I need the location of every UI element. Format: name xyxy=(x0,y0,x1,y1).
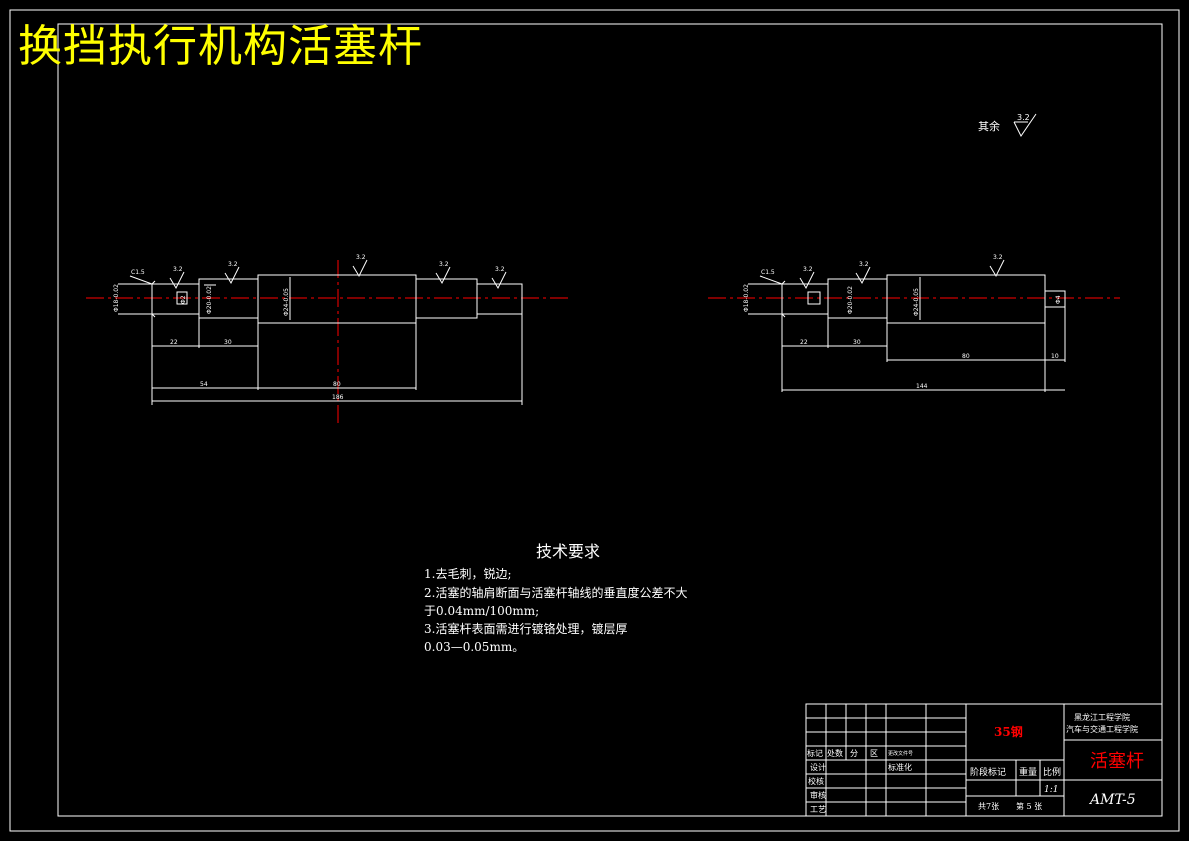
svg-text:80: 80 xyxy=(962,353,970,360)
svg-text:22: 22 xyxy=(170,339,178,346)
svg-text:区: 区 xyxy=(870,749,878,758)
svg-text:3.2: 3.2 xyxy=(993,254,1003,261)
svg-text:设计: 设计 xyxy=(810,762,826,772)
svg-text:Φ2: Φ2 xyxy=(180,295,187,304)
right-view xyxy=(708,259,1120,392)
svg-text:标记: 标记 xyxy=(807,748,823,758)
svg-text:1:1: 1:1 xyxy=(1044,785,1058,795)
svg-text:3.2: 3.2 xyxy=(495,266,505,273)
title-block-text: 35钢 黑龙江工程学院 汽车与交通工程学院 活塞杆 AMT-5 标记 处数 分 … xyxy=(807,712,1144,814)
material: 35钢 xyxy=(994,724,1023,739)
svg-text:30: 30 xyxy=(853,339,861,346)
roughness-note-label: 其余 xyxy=(978,119,1000,133)
svg-text:186: 186 xyxy=(332,394,344,401)
right-view-text: C1.5 3.2 3.2 3.2 22 30 80 10 144 Φ18-0.0… xyxy=(743,254,1062,390)
svg-text:第 5 张: 第 5 张 xyxy=(1016,801,1042,811)
svg-text:工艺: 工艺 xyxy=(810,805,826,814)
svg-text:3.2: 3.2 xyxy=(803,266,813,273)
svg-text:更改文件号: 更改文件号 xyxy=(888,750,913,757)
svg-text:共7张: 共7张 xyxy=(978,802,999,811)
drawing-title: 换挡执行机构活塞杆 xyxy=(18,21,423,72)
svg-text:C1.5: C1.5 xyxy=(761,269,775,276)
svg-text:Φ24-0.05: Φ24-0.05 xyxy=(283,288,290,316)
drawing-number: AMT-5 xyxy=(1088,792,1136,808)
tech-req-line-1: 1.去毛刺，锐边; xyxy=(424,567,512,581)
svg-text:阶段标记: 阶段标记 xyxy=(970,766,1006,778)
svg-text:3.2: 3.2 xyxy=(356,254,366,261)
outer-border xyxy=(9,9,1180,832)
tech-req-line-3: 于0.04mm/100mm; xyxy=(424,604,540,618)
svg-text:Φ20-0.02: Φ20-0.02 xyxy=(847,286,854,314)
svg-text:C1.5: C1.5 xyxy=(131,269,145,276)
svg-text:3.2: 3.2 xyxy=(173,266,183,273)
svg-text:审核: 审核 xyxy=(810,790,826,800)
svg-text:30: 30 xyxy=(224,339,232,346)
roughness-symbol-icon xyxy=(1013,113,1037,137)
left-view-text: C1.5 3.2 3.2 3.2 3.2 3.2 22 30 54 80 186… xyxy=(113,254,505,401)
tech-req-line-5: 0.03—0.05mm。 xyxy=(424,640,525,654)
svg-text:3.2: 3.2 xyxy=(228,261,238,268)
svg-text:标准化: 标准化 xyxy=(888,762,912,772)
svg-text:80: 80 xyxy=(333,381,341,388)
svg-text:Φ18-0.02: Φ18-0.02 xyxy=(113,284,120,312)
svg-text:比例: 比例 xyxy=(1043,766,1061,778)
svg-text:校核: 校核 xyxy=(808,776,824,786)
title-block-grid xyxy=(805,703,1163,817)
svg-text:重量: 重量 xyxy=(1019,766,1037,778)
tech-req-title: 技术要求 xyxy=(536,542,601,561)
part-name: 活塞杆 xyxy=(1090,751,1144,772)
svg-text:144: 144 xyxy=(916,383,928,390)
svg-text:Φ24-0.05: Φ24-0.05 xyxy=(913,288,920,316)
school-line1: 黑龙江工程学院 xyxy=(1074,712,1130,722)
svg-text:处数: 处数 xyxy=(827,748,843,758)
roughness-note-value: 3.2 xyxy=(1017,113,1030,122)
svg-text:Φ4: Φ4 xyxy=(1055,295,1062,304)
svg-text:Φ18-0.02: Φ18-0.02 xyxy=(743,284,750,312)
svg-text:Φ20-0.02: Φ20-0.02 xyxy=(206,286,213,314)
school-line2: 汽车与交通工程学院 xyxy=(1066,724,1138,734)
inner-frame xyxy=(57,23,1163,817)
svg-text:3.2: 3.2 xyxy=(859,261,869,268)
svg-text:22: 22 xyxy=(800,339,808,346)
svg-text:分: 分 xyxy=(850,749,858,758)
tech-req-line-2: 2.活塞的轴肩断面与活塞杆轴线的垂直度公差不大 xyxy=(424,586,688,600)
svg-text:54: 54 xyxy=(200,381,208,388)
left-view xyxy=(86,259,570,425)
svg-text:10: 10 xyxy=(1051,353,1059,360)
svg-text:3.2: 3.2 xyxy=(439,261,449,268)
tech-req-line-4: 3.活塞杆表面需进行镀铬处理，镀层厚 xyxy=(424,622,628,636)
